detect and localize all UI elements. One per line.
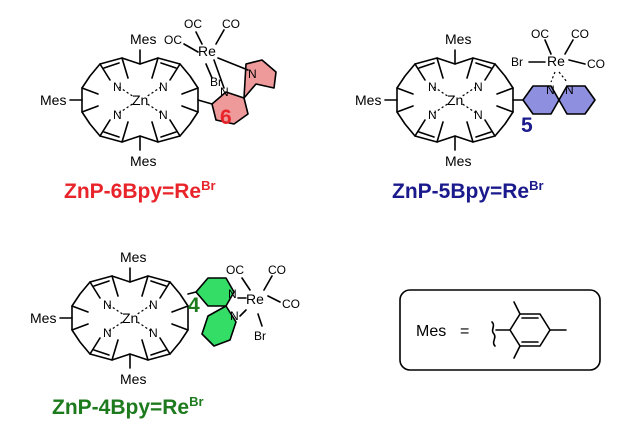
br-ligand: Br — [254, 329, 266, 343]
mes-key-box: Mes = — [399, 289, 601, 371]
co-ligand: CO — [222, 17, 240, 31]
bpy-ring-upper — [195, 277, 235, 307]
n-label: N — [113, 108, 122, 122]
co-ligand: CO — [571, 27, 589, 41]
zn-label: Zn — [122, 310, 138, 326]
n-label: N — [228, 287, 237, 301]
n-label: N — [230, 309, 239, 323]
n-label: N — [565, 83, 574, 97]
bpy-ring-right — [558, 85, 596, 115]
mes-label-top: Mes — [130, 31, 156, 47]
co-ligand: CO — [268, 263, 286, 277]
bpy-ring-lower — [201, 305, 237, 347]
co-ligand: OC — [531, 27, 549, 41]
co-ligand: CO — [282, 297, 300, 311]
n-label: N — [546, 83, 555, 97]
molecule-znp-6bpy: Mes Mes Mes Zn N N N N N N Re OC CO OC B… — [40, 17, 277, 169]
caption-main: ZnP-5Bpy=Re — [392, 180, 529, 203]
n-label: N — [103, 298, 112, 312]
mes-label-left: Mes — [355, 92, 381, 108]
key-mes-label: Mes — [416, 323, 446, 340]
position-label: 6 — [220, 106, 232, 129]
mes-label-left: Mes — [30, 310, 56, 326]
bpy-ring-upper — [243, 59, 277, 99]
molecule-znp-4bpy: Mes Mes Mes Zn N N N N N N Re OC CO CO B… — [30, 249, 300, 387]
mesityl-structure — [491, 301, 567, 359]
br-ligand: Br — [511, 55, 523, 69]
mes-label-bottom: Mes — [120, 371, 146, 387]
caption-sup: Br — [189, 394, 203, 409]
caption-sup: Br — [201, 178, 215, 193]
n-label: N — [474, 80, 483, 94]
caption-znp-6bpy: ZnP-6Bpy=ReBr — [64, 178, 216, 203]
re-label: Re — [547, 53, 565, 69]
n-label: N — [149, 298, 158, 312]
caption-sup: Br — [529, 178, 543, 193]
n-label: N — [149, 326, 158, 340]
molecule-znp-5bpy: Mes Mes Mes Zn N N N N N N Re OC CO CO B… — [355, 27, 605, 169]
n-label: N — [159, 108, 168, 122]
zn-label: Zn — [132, 92, 148, 108]
n-label: N — [220, 85, 229, 99]
caption-main: ZnP-4Bpy=Re — [52, 396, 189, 419]
br-ligand: Br — [210, 75, 222, 89]
re-label: Re — [198, 43, 216, 59]
n-label: N — [248, 67, 257, 81]
n-label: N — [113, 80, 122, 94]
position-label: 4 — [188, 294, 200, 317]
key-equals: = — [460, 323, 469, 340]
n-label: N — [428, 108, 437, 122]
mes-label-bottom: Mes — [130, 153, 156, 169]
n-label: N — [474, 108, 483, 122]
caption-znp-4bpy: ZnP-4Bpy=ReBr — [52, 394, 204, 419]
co-ligand: OC — [184, 17, 202, 31]
n-label: N — [159, 80, 168, 94]
zn-label: Zn — [447, 92, 463, 108]
re-label: Re — [246, 291, 264, 307]
caption-znp-5bpy: ZnP-5Bpy=ReBr — [392, 178, 544, 203]
mes-label-bottom: Mes — [445, 153, 471, 169]
position-label: 5 — [521, 114, 533, 137]
mes-label-top: Mes — [120, 249, 146, 265]
bpy-ring-lower — [211, 91, 249, 125]
co-ligand: CO — [587, 57, 605, 71]
co-ligand: OC — [226, 263, 244, 277]
n-label: N — [428, 80, 437, 94]
co-ligand: OC — [164, 33, 182, 47]
mes-label-left: Mes — [40, 92, 66, 108]
caption-main: ZnP-6Bpy=Re — [64, 180, 201, 203]
mes-label-top: Mes — [445, 31, 471, 47]
n-label: N — [103, 326, 112, 340]
